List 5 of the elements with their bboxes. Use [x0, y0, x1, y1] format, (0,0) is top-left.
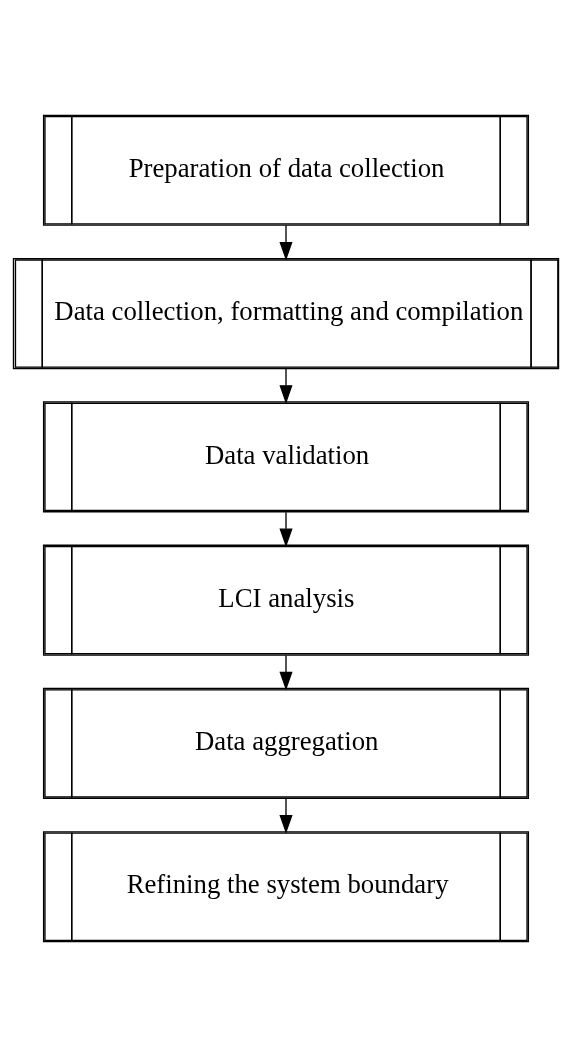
arrow	[279, 654, 293, 691]
arrow	[279, 368, 293, 404]
arrow	[279, 798, 293, 834]
arrow	[279, 511, 293, 548]
arrow	[279, 224, 293, 261]
